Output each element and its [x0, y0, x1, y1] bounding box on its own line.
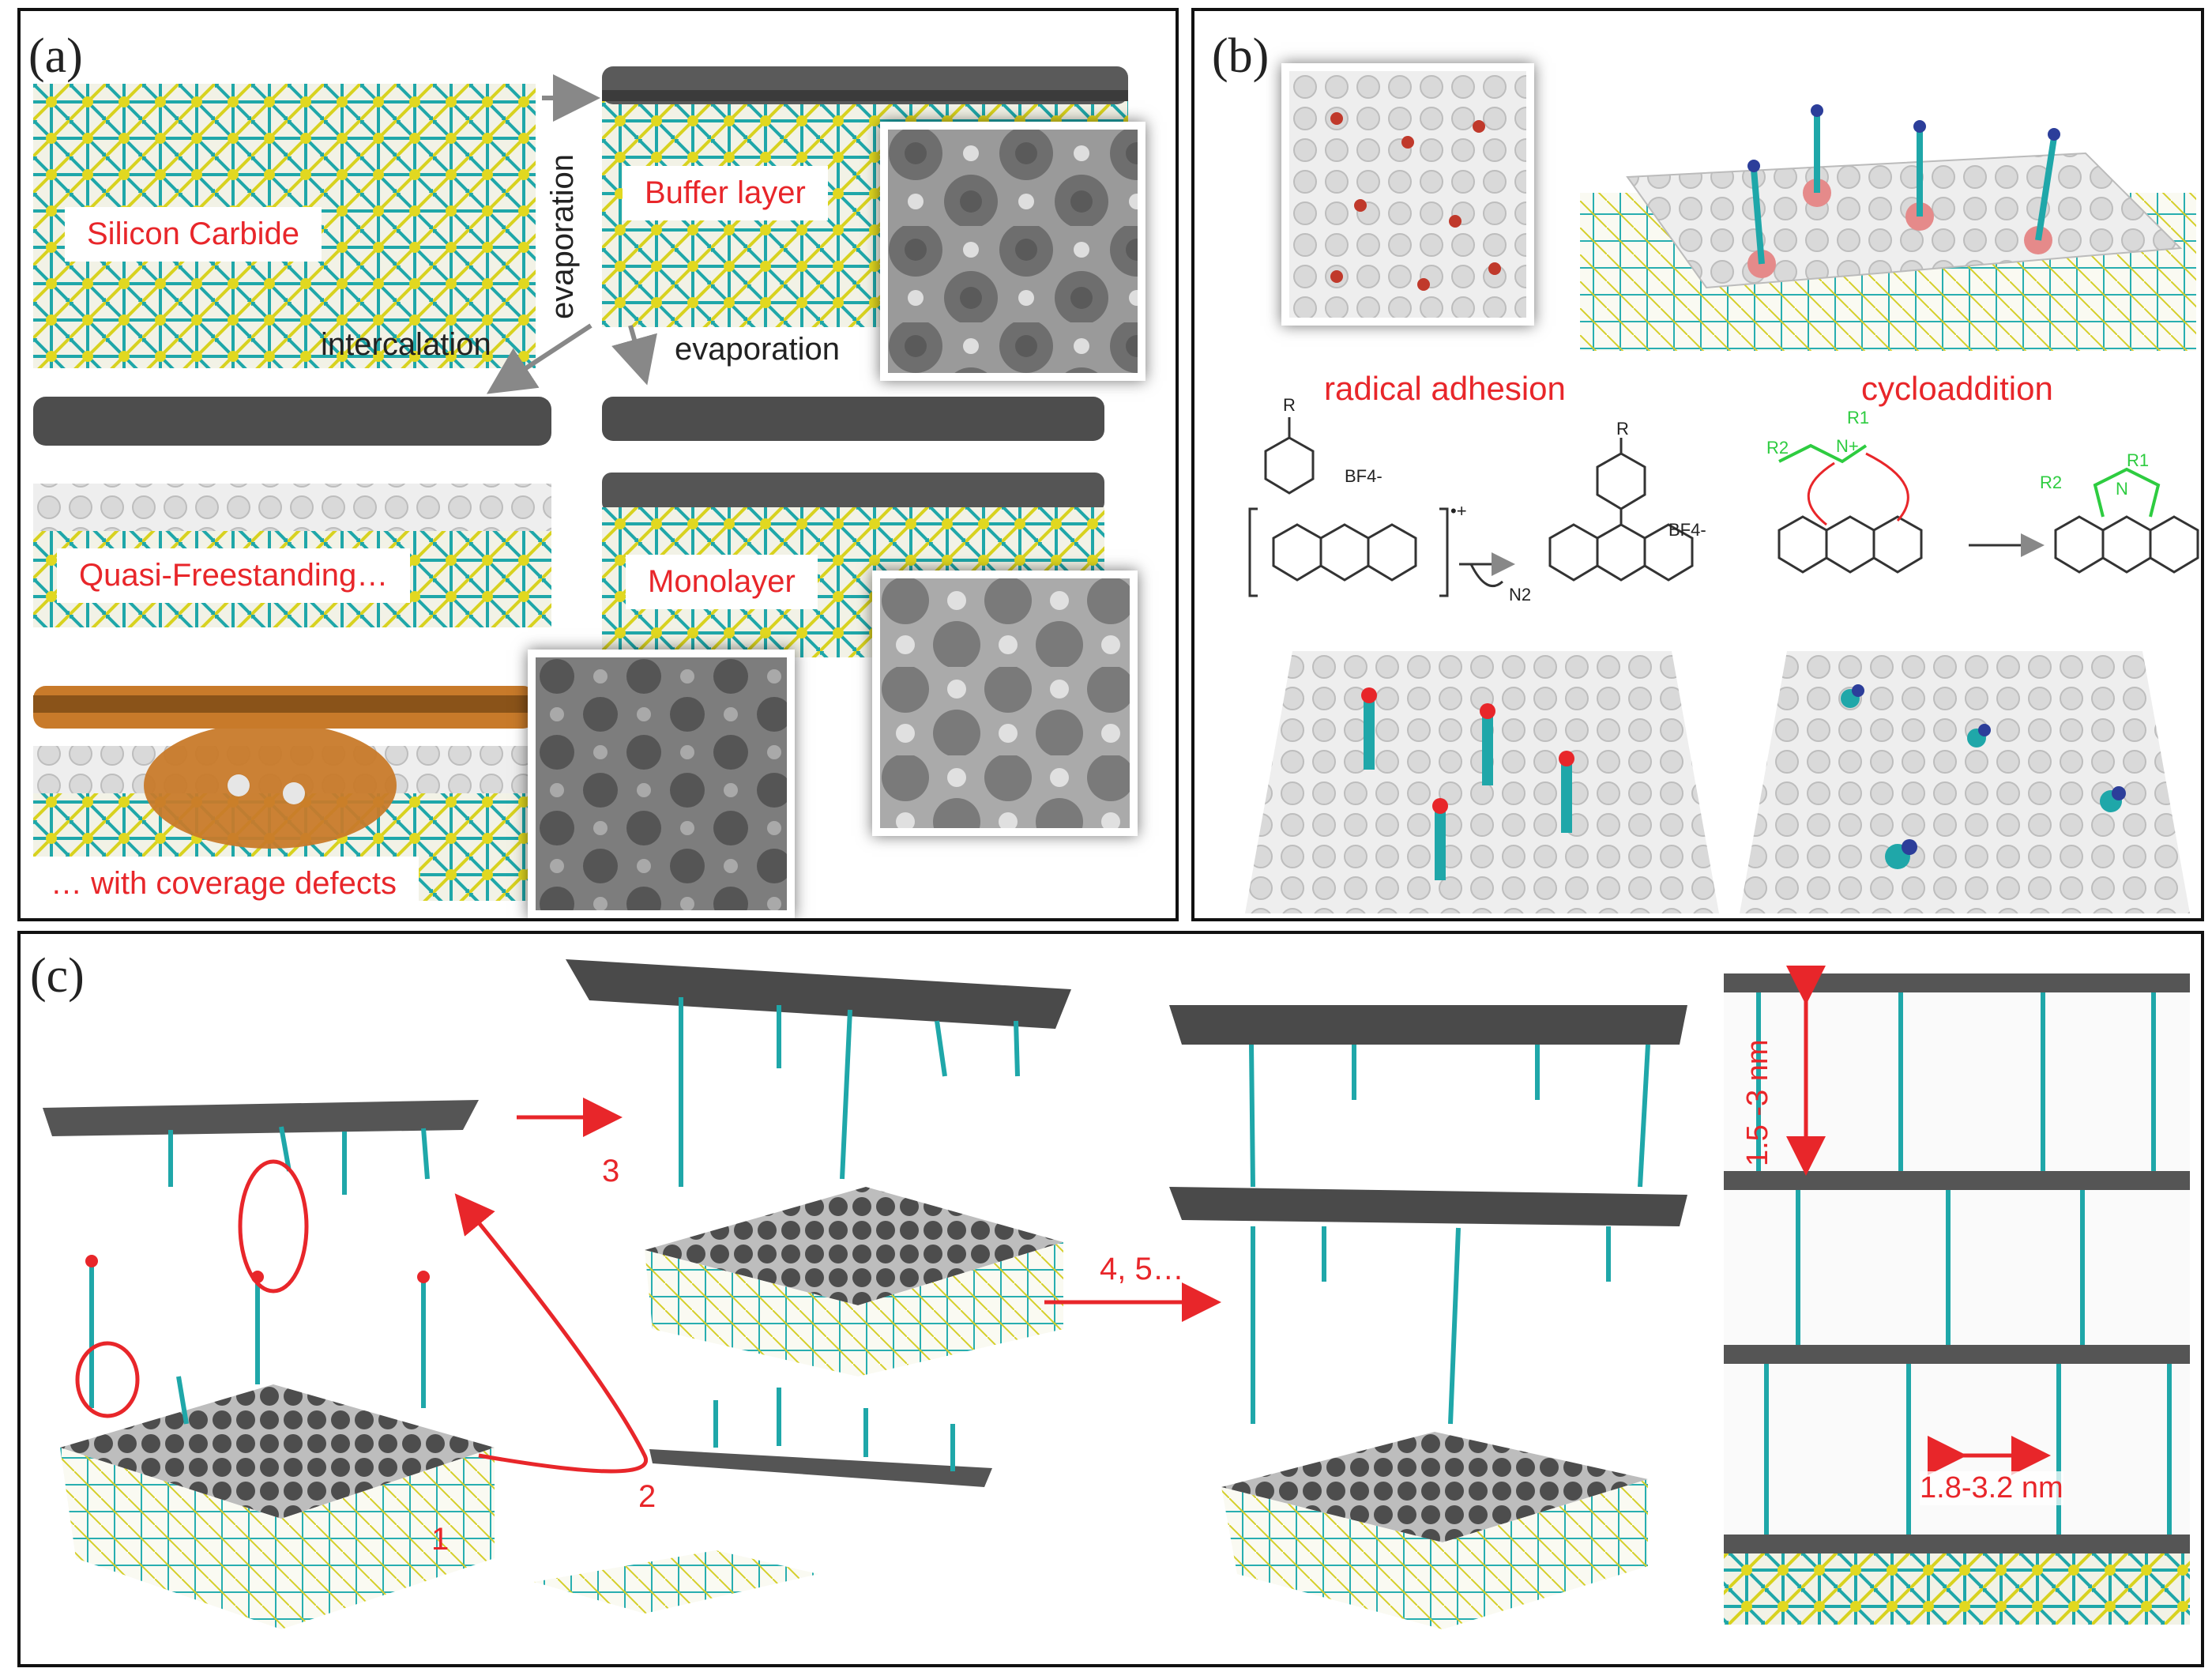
chem-r-product: R	[1616, 419, 1629, 439]
top-view-functionalized-surface	[1281, 63, 1534, 326]
cycloaddition-title: cycloaddition	[1861, 370, 2053, 407]
chem-bf4-product: BF4-	[1668, 520, 1706, 540]
vertical-spacing-label: 1.5 -3 nm	[1741, 1039, 1774, 1166]
stm-pattern-monolayer	[880, 578, 1130, 828]
silicon-carbide-tag: Silicon Carbide	[65, 207, 322, 262]
chem-n-plus: N+	[1836, 436, 1859, 456]
buffer-layer-tag: Buffer layer	[623, 166, 828, 220]
coverage-defects-tag: … with coverage defects	[28, 857, 419, 911]
chem-n-product: N	[2116, 479, 2128, 499]
monolayer-stm-image	[872, 571, 1138, 836]
panel-b-label: (b)	[1212, 29, 1270, 83]
evaporation-vertical-label: evaporation	[545, 153, 580, 319]
chem-r1-product: R1	[2127, 450, 2150, 470]
step-2-label: 2	[638, 1479, 656, 1514]
radical-adhesion-surface-lattice	[1245, 651, 1719, 913]
horizontal-spacing-label: 1.8-3.2 nm	[1920, 1471, 2063, 1505]
panel-a-label: (a)	[28, 29, 83, 83]
chem-r2-product: R2	[2040, 473, 2063, 492]
cycloaddition-scheme	[1778, 443, 2199, 574]
buffer-layer-stm-image	[880, 122, 1146, 381]
radical-adhesion-scheme	[1248, 417, 1694, 597]
perspective-functionalized-surface	[1580, 66, 2196, 351]
evaporation-label: evaporation	[675, 332, 841, 367]
panel-a: (a) Silicon Carbide Buffer layer evapora…	[17, 8, 1179, 921]
top-view-lattice	[1289, 71, 1526, 318]
quasi-freestanding-tag: Quasi-Freestanding…	[57, 548, 411, 603]
stm-pattern-buffer	[888, 130, 1138, 373]
stm-pattern-defects	[536, 657, 787, 910]
panel-b: (b) radical adhesion cycloaddition	[1191, 8, 2204, 921]
chem-r2-reactant: R2	[1766, 438, 1789, 458]
chem-n2: N2	[1509, 585, 1532, 604]
panel-c-structures	[43, 959, 2190, 1629]
chem-radical-cation: •+	[1450, 501, 1467, 521]
panel-a-arrows	[486, 74, 657, 394]
monolayer-tag: Monolayer	[626, 555, 818, 609]
chem-bf4-reactant: BF4-	[1345, 466, 1382, 486]
coverage-defects-stm-image	[528, 650, 795, 918]
cycloaddition-surface	[1740, 619, 2190, 913]
intercalation-label: intercalation	[321, 327, 491, 362]
multilayer-stack	[1724, 973, 2190, 1625]
radical-adhesion-surface	[1245, 619, 1719, 913]
radical-adhesion-title: radical adhesion	[1324, 370, 1566, 407]
panel-c-label: (c)	[30, 949, 85, 1003]
step-4-5-label: 4, 5…	[1100, 1252, 1184, 1286]
step-1-label: 1	[431, 1522, 450, 1557]
panel-c: (c)	[17, 931, 2204, 1667]
step1-structure	[43, 1100, 495, 1629]
step-3-label: 3	[602, 1154, 620, 1188]
cycloaddition-surface-lattice	[1740, 651, 2190, 913]
chem-r-reactant: R	[1283, 395, 1296, 415]
perspective-lattice	[1580, 104, 2196, 351]
chem-r1-reactant: R1	[1847, 408, 1870, 427]
